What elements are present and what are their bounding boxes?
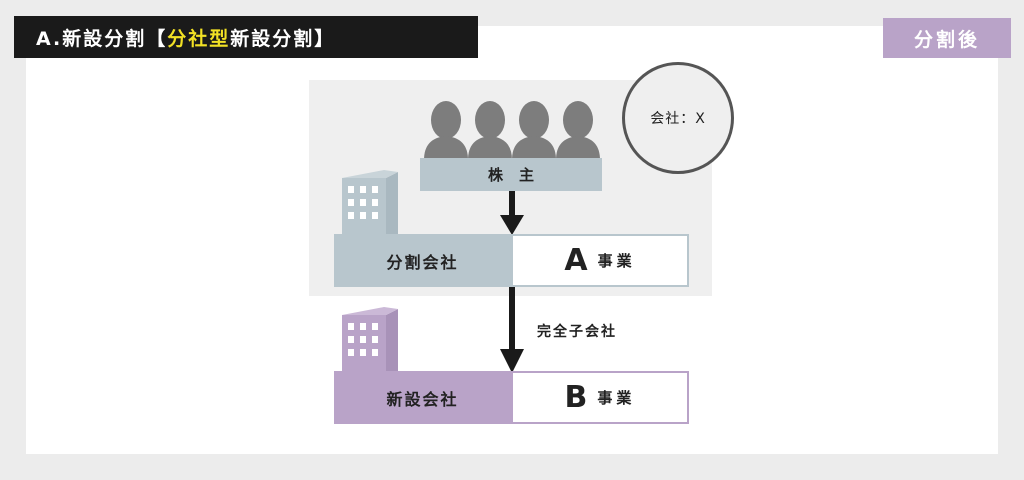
business-b-label: 事業	[597, 389, 636, 407]
person-icon	[468, 101, 512, 160]
company-x-label: 会社：X	[650, 111, 706, 127]
business-a-box: A 事業	[511, 234, 689, 287]
business-b-letter: B	[564, 380, 588, 415]
title-suffix: 新設分割】	[230, 27, 336, 50]
diagram-title: A.新設分割【分社型新設分割】	[14, 16, 478, 58]
person-icon	[512, 101, 556, 160]
shareholders-icon	[424, 101, 600, 160]
business-a-label: 事業	[597, 252, 636, 270]
title-highlight: 分社型	[167, 27, 231, 50]
new-company-box: 新設会社	[334, 371, 511, 424]
business-a-letter: A	[564, 243, 588, 278]
building-icon	[342, 307, 398, 373]
business-b-box: B 事業	[511, 371, 689, 424]
shareholders-label: 株主	[420, 158, 602, 191]
company-x-circle: 会社：X	[622, 62, 734, 174]
arrow-down-icon	[500, 191, 524, 235]
new-company-label: 新設会社	[386, 389, 459, 409]
wholly-owned-subsidiary-label: 完全子会社	[537, 324, 617, 340]
after-split-badge: 分割後	[883, 18, 1011, 58]
person-icon	[424, 101, 468, 160]
building-icon	[342, 170, 398, 236]
arrow-down-icon	[500, 287, 524, 373]
split-company-box: 分割会社	[334, 234, 511, 287]
person-icon	[556, 101, 600, 160]
split-company-label: 分割会社	[386, 252, 459, 272]
title-prefix: A.新設分割【	[36, 27, 168, 50]
